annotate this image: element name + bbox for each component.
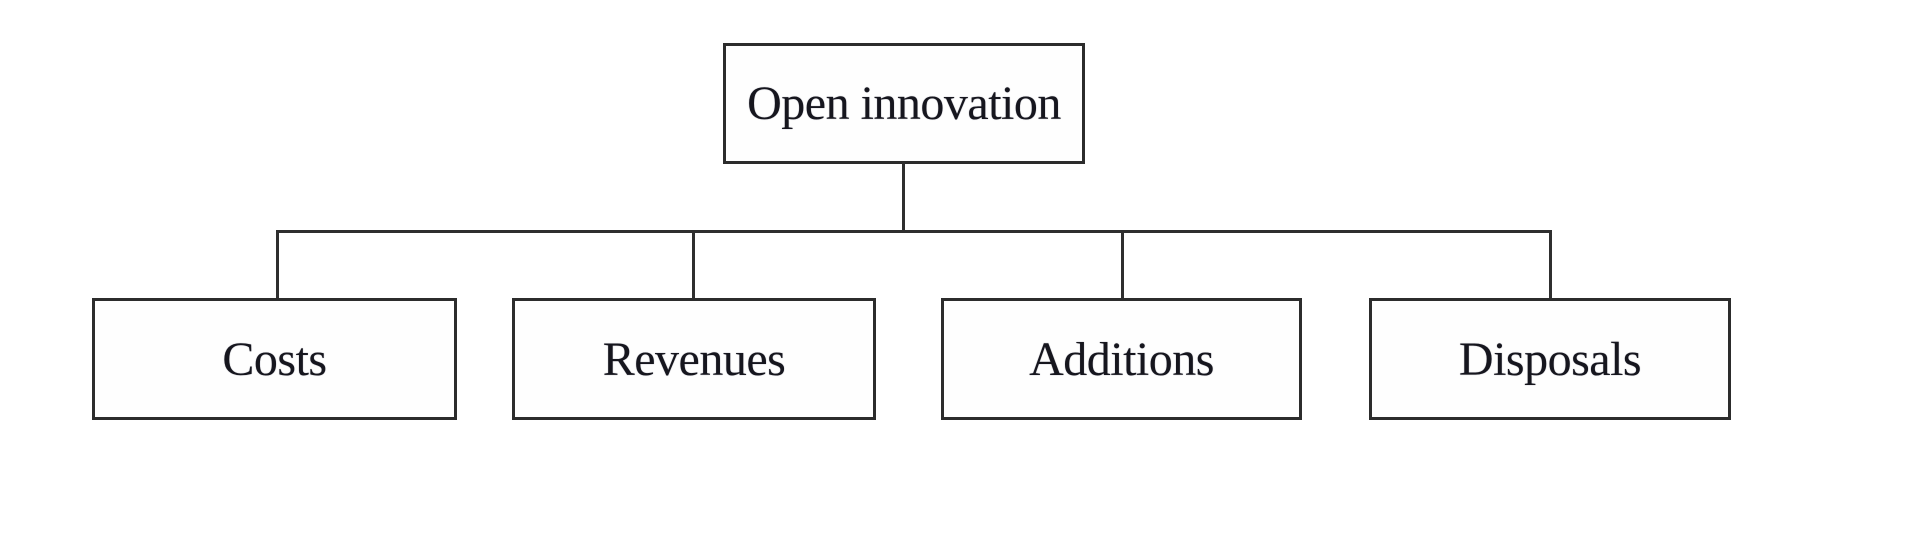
node-revenues: Revenues [512, 298, 876, 420]
connector-stem-revenues [692, 230, 695, 300]
node-revenues-label: Revenues [602, 332, 786, 386]
node-costs: Costs [92, 298, 457, 420]
connector-horizontal-rail [276, 230, 1552, 233]
connector-root-stem [902, 162, 905, 232]
connector-stem-costs [276, 230, 279, 300]
connector-stem-additions [1121, 230, 1124, 300]
node-disposals-label: Disposals [1458, 332, 1642, 386]
node-additions: Additions [941, 298, 1302, 420]
node-additions-label: Additions [1029, 332, 1214, 386]
node-open-innovation-label: Open innovation [747, 77, 1061, 130]
node-disposals: Disposals [1369, 298, 1731, 420]
connector-stem-disposals [1549, 230, 1552, 300]
node-open-innovation: Open innovation [723, 43, 1085, 164]
node-costs-label: Costs [222, 332, 327, 386]
